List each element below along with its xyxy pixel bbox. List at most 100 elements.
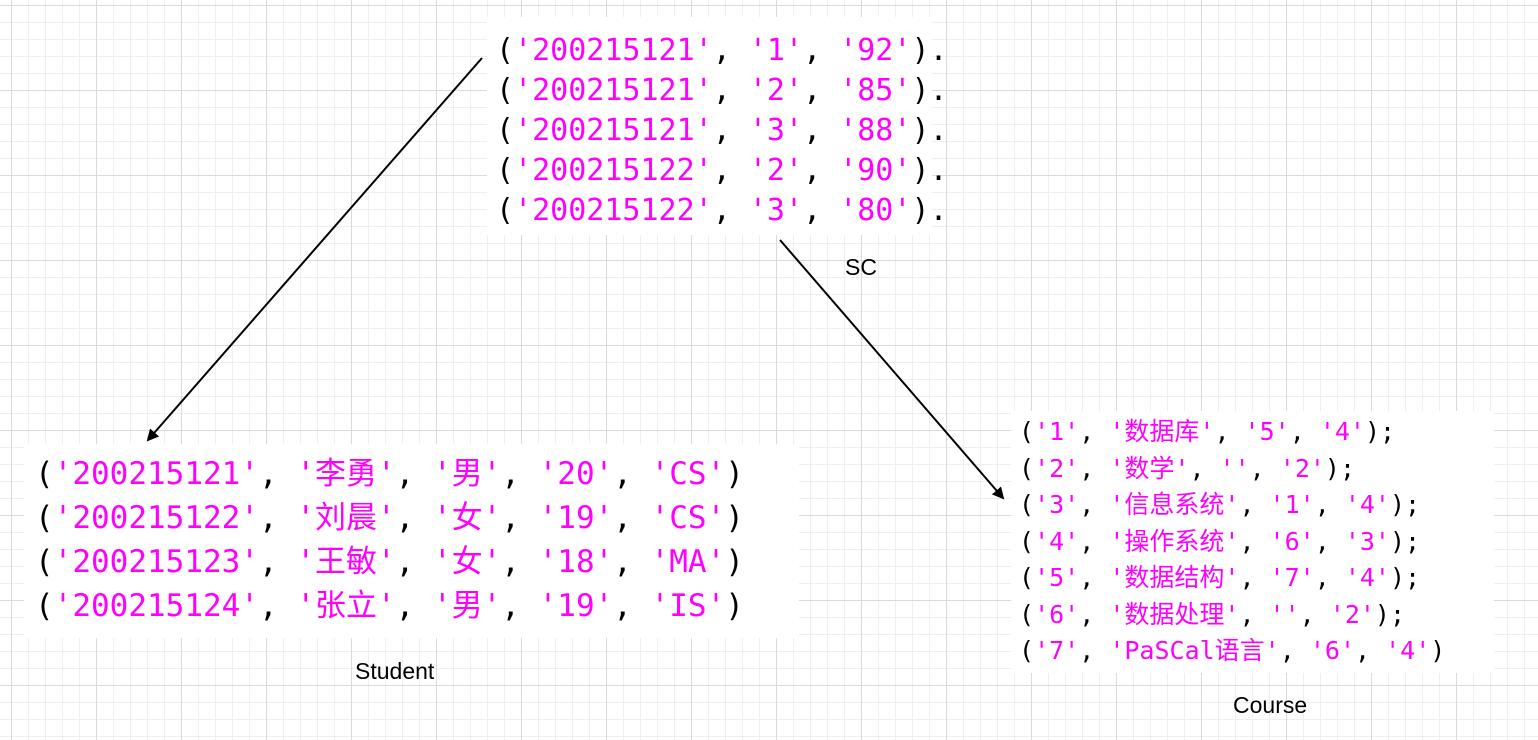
- punctuation: ,: [712, 153, 749, 188]
- punctuation: ,: [1239, 490, 1270, 519]
- punctuation: );: [1389, 526, 1421, 556]
- punctuation: ,: [1279, 636, 1310, 665]
- punctuation: ).: [911, 73, 948, 108]
- string-literal: '4': [1385, 636, 1431, 665]
- punctuation: ,: [501, 456, 539, 492]
- string-literal: '90': [839, 153, 912, 188]
- punctuation: ,: [1079, 490, 1110, 519]
- punctuation: ,: [1189, 453, 1220, 483]
- string-literal: '男': [432, 588, 502, 624]
- sc-tuple-row: ('200215121', '2', '85').: [496, 71, 948, 111]
- punctuation: ,: [258, 456, 297, 492]
- punctuation: ,: [395, 544, 433, 580]
- string-literal: '80': [839, 193, 912, 228]
- string-literal: '2': [1329, 599, 1375, 629]
- string-literal: '88': [839, 113, 912, 148]
- punctuation: (: [35, 500, 54, 536]
- string-literal: '数据处理': [1109, 599, 1240, 629]
- punctuation: ,: [712, 193, 749, 228]
- string-literal: '6': [1309, 636, 1356, 665]
- string-literal: '1': [1269, 490, 1315, 519]
- punctuation: (: [496, 73, 515, 108]
- punctuation: );: [1389, 490, 1421, 519]
- student-tuples-block: ('200215121', '李勇', '男', '20', 'CS')('20…: [24, 444, 799, 638]
- punctuation: ,: [803, 33, 840, 68]
- string-literal: '92': [839, 33, 912, 68]
- punctuation: ,: [613, 456, 651, 492]
- string-literal: '18': [538, 544, 614, 580]
- string-literal: '5': [1244, 417, 1290, 446]
- string-literal: '': [1219, 453, 1250, 483]
- punctuation: ,: [258, 500, 297, 536]
- string-literal: '20': [538, 456, 614, 492]
- punctuation: );: [1389, 563, 1421, 592]
- string-literal: 'CS': [650, 500, 726, 536]
- string-literal: '85': [839, 73, 912, 108]
- string-literal: '1': [1034, 417, 1080, 446]
- punctuation: ,: [1239, 599, 1270, 629]
- punctuation: (: [1019, 599, 1035, 629]
- punctuation: ): [725, 588, 744, 624]
- string-literal: '': [1269, 599, 1300, 629]
- student-table-label: Student: [355, 658, 435, 684]
- string-literal: '李勇': [296, 456, 396, 492]
- string-literal: '2': [748, 153, 804, 188]
- string-literal: '7': [1269, 563, 1315, 592]
- punctuation: (: [35, 544, 54, 580]
- string-literal: '6': [1034, 599, 1080, 629]
- string-literal: '刘晨': [296, 500, 396, 536]
- punctuation: ,: [1079, 526, 1110, 556]
- string-literal: '3': [1344, 526, 1390, 556]
- student-tuple-row: ('200215121', '李勇', '男', '20', 'CS'): [35, 452, 799, 496]
- sc-tuples-block: ('200215121', '1', '92').('200215121', '…: [487, 17, 948, 235]
- punctuation: ,: [258, 588, 297, 624]
- punctuation: (: [1019, 490, 1035, 519]
- course-tuple-row: ('2', '数学', '', '2');: [1019, 451, 1494, 488]
- student-tuple-row: ('200215122', '刘晨', '女', '19', 'CS'): [35, 496, 799, 540]
- punctuation: (: [1019, 636, 1035, 665]
- string-literal: '5': [1034, 563, 1080, 592]
- course-table-label: Course: [1233, 692, 1308, 718]
- punctuation: (: [1019, 526, 1035, 556]
- course-tuple-row: ('1', '数据库', '5', '4');: [1019, 414, 1494, 451]
- sc-to-course-arrow: [779, 239, 1005, 500]
- sc-tuple-row: ('200215121', '1', '92').: [496, 31, 948, 71]
- punctuation: ,: [1079, 563, 1110, 592]
- punctuation: );: [1324, 453, 1356, 483]
- string-literal: '2': [1034, 453, 1080, 483]
- punctuation: (: [1019, 563, 1035, 592]
- course-tuple-row: ('7', 'PaSCal语言', '6', '4'): [1019, 633, 1494, 670]
- string-literal: '信息系统': [1109, 490, 1240, 519]
- string-literal: '19': [538, 500, 614, 536]
- string-literal: '3': [748, 193, 804, 228]
- string-literal: '200215123': [53, 544, 259, 580]
- punctuation: (: [496, 33, 515, 68]
- string-literal: 'PaSCal语言': [1109, 636, 1280, 665]
- string-literal: '4': [1034, 526, 1080, 556]
- punctuation: ,: [712, 33, 749, 68]
- string-literal: '4': [1344, 563, 1390, 592]
- string-literal: '1': [748, 33, 804, 68]
- punctuation: ,: [1314, 526, 1345, 556]
- punctuation: (: [35, 456, 54, 492]
- string-literal: '张立': [296, 588, 396, 624]
- punctuation: ,: [1289, 417, 1320, 446]
- punctuation: ).: [911, 153, 948, 188]
- course-tuple-row: ('3', '信息系统', '1', '4');: [1019, 487, 1494, 524]
- punctuation: ,: [613, 588, 651, 624]
- string-literal: '200215122': [514, 153, 713, 188]
- string-literal: '4': [1344, 490, 1390, 519]
- punctuation: ,: [395, 456, 433, 492]
- sc-tuple-row: ('200215122', '3', '80').: [496, 191, 948, 231]
- punctuation: ,: [712, 73, 749, 108]
- string-literal: '200215121': [53, 456, 259, 492]
- punctuation: ,: [1314, 490, 1345, 519]
- string-literal: '19': [538, 588, 614, 624]
- punctuation: ,: [712, 113, 749, 148]
- string-literal: 'CS': [650, 456, 726, 492]
- course-tuple-row: ('5', '数据结构', '7', '4');: [1019, 560, 1494, 597]
- string-literal: '3': [1034, 490, 1080, 519]
- string-literal: '数据库': [1109, 417, 1215, 446]
- sc-tuple-row: ('200215121', '3', '88').: [496, 111, 948, 151]
